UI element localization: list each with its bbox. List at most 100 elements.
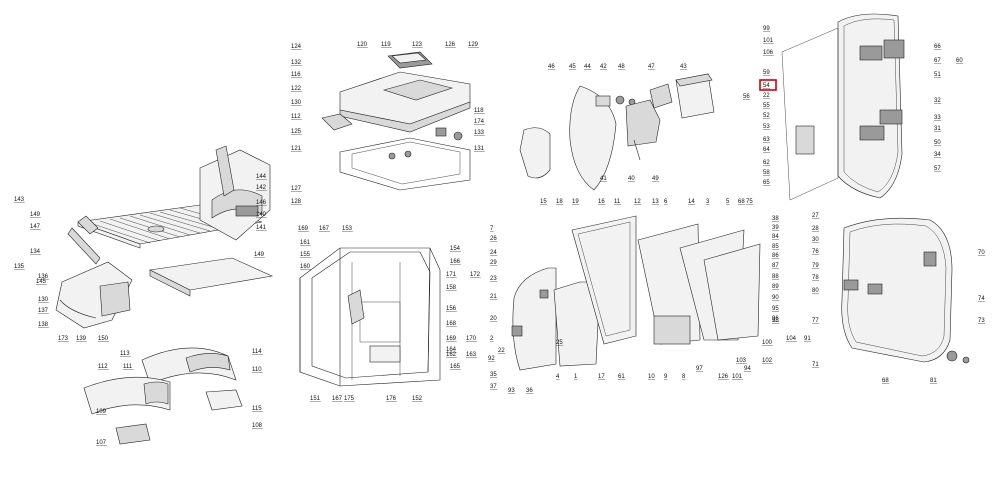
callout-145: 145: [36, 279, 47, 285]
callout-131: 131: [474, 146, 485, 152]
callout-122: 122: [291, 86, 302, 92]
callout-70: 70: [978, 250, 985, 256]
callout-123: 123: [412, 42, 423, 48]
door-handle-lock-assembly: [519, 73, 715, 191]
callout-130: 130: [38, 297, 49, 303]
floor-mat-assembly: [55, 145, 274, 329]
callout-133: 133: [474, 130, 485, 136]
callout-172: 172: [470, 272, 481, 278]
callout-125: 125: [291, 129, 302, 135]
callout-167: 167: [332, 396, 343, 402]
callout-32: 32: [934, 98, 941, 104]
callout-95: 95: [772, 306, 779, 312]
cab-frame-assembly: [299, 247, 441, 387]
callout-160: 160: [300, 264, 311, 270]
callout-52: 52: [763, 113, 770, 119]
callout-128: 128: [291, 199, 302, 205]
callout-149: 149: [30, 212, 41, 218]
highlight-box: [759, 79, 777, 91]
callout-101: 101: [763, 38, 774, 44]
callout-112: 112: [98, 364, 108, 370]
callout-106: 106: [763, 50, 774, 56]
callout-53: 53: [763, 124, 770, 130]
callout-30: 30: [812, 237, 819, 243]
callout-142: 142: [256, 185, 267, 191]
callout-23: 23: [490, 276, 497, 282]
callout-136: 136: [38, 274, 49, 280]
callout-50: 50: [934, 140, 941, 146]
callout-68: 68: [738, 199, 745, 205]
callout-71: 71: [812, 362, 819, 368]
rear-fender-assembly: [83, 347, 243, 445]
callout-115: 115: [252, 406, 262, 412]
callout-89: 89: [772, 284, 779, 290]
callout-20: 20: [490, 316, 497, 322]
callout-175: 175: [344, 396, 355, 402]
callout-27: 27: [812, 213, 819, 219]
callout-167: 167: [319, 226, 330, 232]
callout-36: 36: [526, 388, 533, 394]
callout-99: 99: [763, 26, 770, 32]
callout-35: 35: [490, 372, 497, 378]
callout-8: 8: [682, 374, 686, 380]
callout-4: 4: [556, 374, 560, 380]
callout-51: 51: [934, 72, 941, 78]
callout-77: 77: [812, 318, 819, 324]
callout-173: 173: [58, 336, 69, 342]
callout-44: 44: [584, 64, 591, 70]
callout-12: 12: [634, 199, 641, 205]
callout-94: 94: [744, 366, 751, 372]
callout-79: 79: [812, 263, 819, 269]
callout-65: 65: [763, 180, 770, 186]
callout-171: 171: [446, 272, 457, 278]
callout-81: 81: [930, 378, 937, 384]
rear-glass-panel: [781, 13, 905, 201]
callout-63: 63: [763, 137, 770, 143]
callout-84: 84: [772, 234, 779, 240]
callout-165: 165: [450, 364, 461, 370]
callout-24: 24: [490, 250, 497, 256]
callout-73: 73: [978, 318, 985, 324]
callout-87: 87: [772, 263, 779, 269]
callout-152: 152: [412, 396, 423, 402]
callout-40: 40: [628, 176, 635, 182]
callout-97: 97: [696, 366, 703, 372]
callout-137: 137: [38, 308, 49, 314]
callout-143: 143: [14, 197, 25, 203]
callout-118: 118: [474, 108, 484, 114]
callout-5: 5: [726, 199, 730, 205]
callout-9: 9: [664, 374, 668, 380]
callout-161: 161: [300, 240, 311, 246]
callout-76: 76: [812, 249, 819, 255]
callout-154: 154: [450, 246, 461, 252]
callout-91: 91: [804, 336, 811, 342]
callout-67: 67: [934, 58, 941, 64]
callout-34: 34: [934, 152, 941, 158]
callout-170: 170: [466, 336, 477, 342]
callout-121: 121: [291, 146, 302, 152]
callout-169: 169: [446, 336, 457, 342]
callout-37: 37: [490, 384, 497, 390]
callout-174: 174: [474, 119, 485, 125]
callout-126: 126: [718, 374, 729, 380]
callout-leaders: [14, 31, 986, 446]
callout-21: 21: [490, 294, 497, 300]
callout-120: 120: [357, 42, 368, 48]
callout-13: 13: [652, 199, 659, 205]
callout-61: 61: [618, 374, 625, 380]
callout-43: 43: [680, 64, 687, 70]
callout-56: 56: [743, 94, 750, 100]
callout-130: 130: [291, 100, 302, 106]
callout-116: 116: [291, 72, 301, 78]
callout-62: 62: [763, 160, 770, 166]
callout-31: 31: [934, 126, 941, 132]
callout-153: 153: [342, 226, 353, 232]
callout-162: 162: [446, 352, 457, 358]
callout-14: 14: [688, 199, 695, 205]
callout-78: 78: [812, 275, 819, 281]
callout-60: 60: [956, 58, 963, 64]
callout-92: 92: [488, 356, 495, 362]
callout-109: 109: [96, 409, 107, 415]
callout-41: 41: [600, 176, 607, 182]
